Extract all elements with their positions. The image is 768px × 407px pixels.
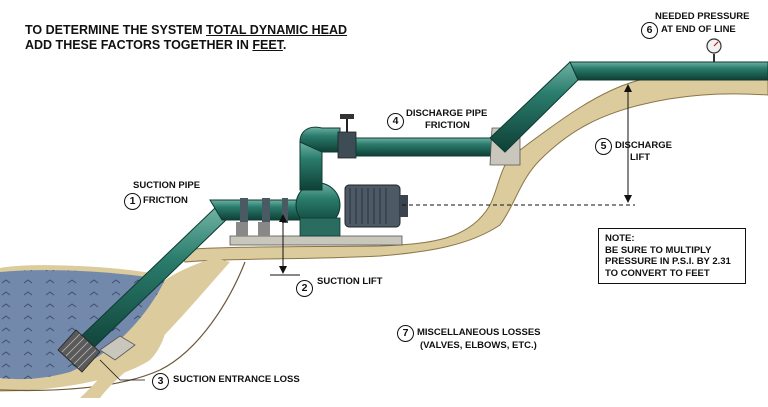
factor-3-number: 3 (152, 373, 169, 390)
factor-5-number: 5 (595, 138, 612, 155)
ground-slope (80, 258, 230, 398)
note-box: NOTE: BE SURE TO MULTIPLY PRESSURE IN P.… (598, 228, 746, 284)
factor-6-number: 6 (641, 22, 658, 39)
discharge-pipe (355, 137, 496, 157)
heading-line-1: TO DETERMINE THE SYSTEM TOTAL DYNAMIC HE… (25, 23, 348, 37)
heading-line-2: ADD THESE FACTORS TOGETHER IN FEET. (25, 38, 287, 52)
note-title: NOTE: (605, 233, 635, 244)
discharge-valve (337, 131, 357, 159)
factor-4-label-line2: FRICTION (425, 120, 470, 131)
factor-1-label-line2: FRICTION (143, 195, 188, 206)
factor-7-label-line2: (VALVES, ELBOWS, ETC.) (420, 340, 537, 351)
factor-7-number: 7 (397, 325, 414, 342)
factor-6-label-line2: AT END OF LINE (661, 24, 736, 35)
factor-1-number: 1 (124, 193, 141, 210)
factor-7-label-line1: MISCELLANEOUS LOSSES (417, 327, 541, 338)
factor-5-label-line2: LIFT (630, 152, 651, 163)
factor-4-label-line1: DISCHARGE PIPE (406, 108, 488, 119)
note-line-2: PRESSURE IN P.S.I. BY 2.31 (605, 256, 731, 267)
factor-4-number: 4 (387, 113, 404, 130)
factor-1-label-line1: SUCTION PIPE (133, 180, 201, 191)
note-line-3: TO CONVERT TO FEET (605, 267, 710, 279)
ground-hill (179, 73, 768, 263)
top-pipe (569, 61, 768, 81)
motor (344, 184, 401, 228)
factor-3-label: SUCTION ENTRANCE LOSS (173, 374, 300, 385)
diagram-heading: TO DETERMINE THE SYSTEM TOTAL DYNAMIC HE… (25, 23, 347, 53)
note-line-1: BE SURE TO MULTIPLY (605, 244, 712, 256)
factor-5-label-line1: DISCHARGE (615, 140, 673, 151)
factor-6-label-line1: NEEDED PRESSURE (655, 11, 750, 22)
factor-2-label: SUCTION LIFT (317, 276, 383, 287)
factor-2-number: 2 (296, 280, 313, 297)
pump-base (229, 235, 403, 246)
